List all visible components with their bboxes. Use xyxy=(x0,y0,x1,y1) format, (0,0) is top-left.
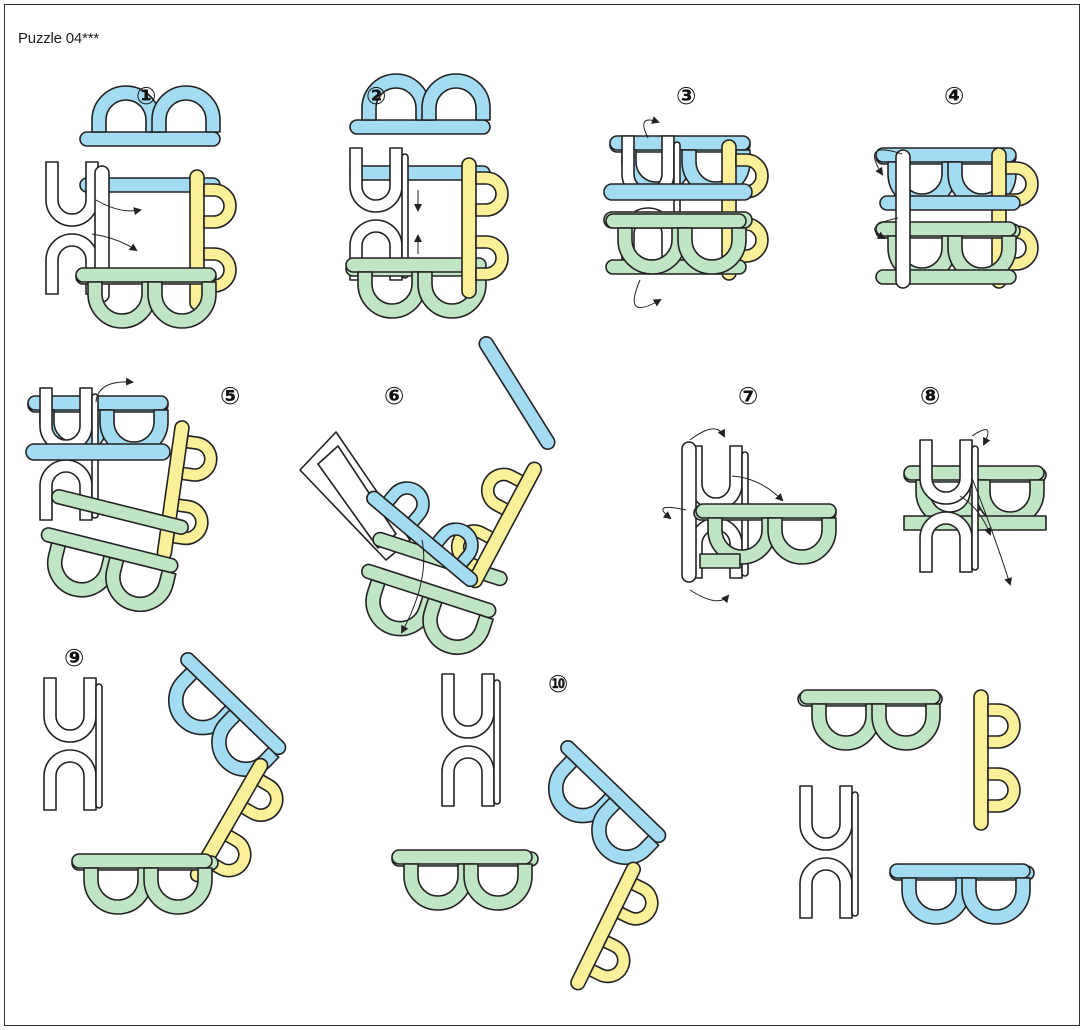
step-label-1: ① xyxy=(136,82,156,110)
step-label-4: ④ xyxy=(944,82,964,110)
step-8-group xyxy=(904,440,1046,572)
step-1-group xyxy=(46,86,236,328)
step-label-9: ⑨ xyxy=(64,644,84,672)
step-label-3: ③ xyxy=(676,82,696,110)
step-label-8: ⑧ xyxy=(920,382,940,410)
step-4-group xyxy=(876,148,1038,288)
step-10-group xyxy=(392,674,671,1006)
step-label-5: ⑤ xyxy=(220,382,240,410)
step-label-7: ⑦ xyxy=(738,382,758,410)
step-2-group xyxy=(346,74,508,318)
step-6-group xyxy=(300,334,557,663)
step-label-2: ② xyxy=(366,82,386,110)
step-label-10: ⑩ xyxy=(548,670,568,698)
step-3-group xyxy=(604,136,768,280)
step-label-6: ⑥ xyxy=(384,382,404,410)
step-9-group xyxy=(44,650,298,914)
separated-pieces-group xyxy=(798,690,1034,924)
step-5-group xyxy=(26,388,222,619)
step-7-group xyxy=(682,442,836,582)
